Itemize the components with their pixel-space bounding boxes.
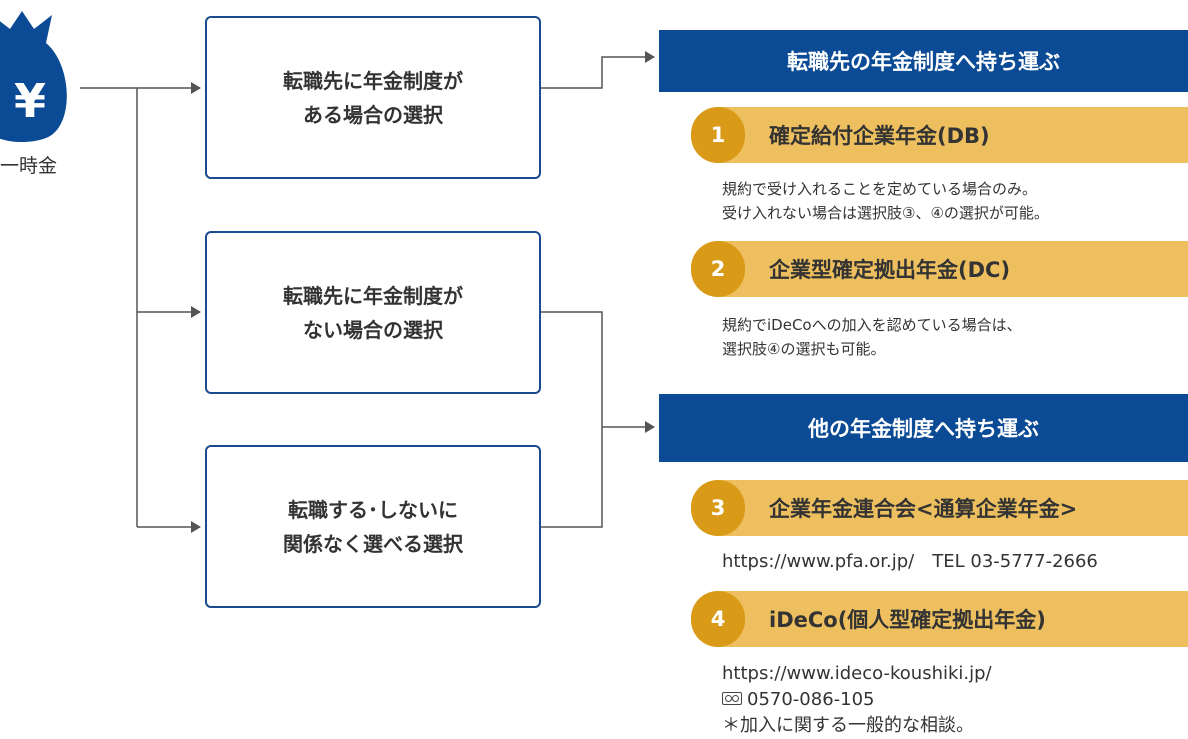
option-number-badge: 4 [691, 591, 745, 647]
note-line-phone: 0570-086-105 [722, 687, 992, 713]
option-pill-1: 1 確定給付企業年金(DB) [691, 107, 1188, 163]
money-bag-yen-icon: ¥ [0, 5, 70, 150]
option-number-badge: 3 [691, 480, 745, 536]
choice-box-3-text: 転職する･しないに 関係なく選べる選択 [283, 497, 463, 556]
option-1-note: 規約で受け入れることを定めている場合のみ。 受け入れない場合は選択肢③、④の選択… [722, 177, 1049, 225]
note-line: https://www.ideco-koushiki.jp/ [722, 663, 992, 684]
free-dial-icon [722, 691, 742, 705]
option-title: 確定給付企業年金(DB) [769, 124, 990, 148]
option-title: iDeCo(個人型確定拠出年金) [769, 608, 1046, 632]
source-label: 一時金 [0, 155, 58, 177]
option-pill-2: 2 企業型確定拠出年金(DC) [691, 241, 1188, 297]
destination-header-1-text: 転職先の年金制度へ持ち運ぶ [787, 50, 1060, 74]
destination-header-2-text: 他の年金制度へ持ち運ぶ [808, 417, 1039, 441]
option-pill-3: 3 企業年金連合会<通算企業年金> [691, 480, 1188, 536]
note-line: ＊加入に関する一般的な相談。 [722, 715, 974, 737]
connector-trunk [80, 87, 138, 527]
note-line: 受け入れない場合は選択肢③、④の選択が可能。 [722, 204, 1049, 222]
connector-merge [541, 311, 603, 528]
destination-header-1: 転職先の年金制度へ持ち運ぶ [659, 30, 1188, 92]
choice-box-3: 転職する･しないに 関係なく選べる選択 [205, 445, 541, 608]
note-line: 規約で受け入れることを定めている場合のみ。 [722, 180, 1038, 198]
option-3-note: https://www.pfa.or.jp/ TEL 03-5777-2666 [722, 549, 1098, 575]
option-title: 企業年金連合会<通算企業年金> [769, 497, 1078, 521]
choice-box-1-text: 転職先に年金制度が ある場合の選択 [283, 68, 463, 127]
option-title: 企業型確定拠出年金(DC) [769, 258, 1011, 282]
note-line: 規約でiDeCoへの加入を認めている場合は、 [722, 316, 1022, 334]
phone-number: 0570-086-105 [747, 689, 875, 711]
option-number-badge: 2 [691, 241, 745, 297]
option-number-badge: 1 [691, 107, 745, 163]
note-line: https://www.pfa.or.jp/ TEL 03-5777-2666 [722, 551, 1098, 572]
svg-text:¥: ¥ [14, 74, 46, 128]
note-line: 選択肢④の選択も可能。 [722, 340, 886, 358]
option-pill-4: 4 iDeCo(個人型確定拠出年金) [691, 591, 1188, 647]
choice-box-2-text: 転職先に年金制度が ない場合の選択 [283, 283, 463, 342]
option-4-note: https://www.ideco-koushiki.jp/ 0570-086-… [722, 661, 992, 739]
destination-header-2: 他の年金制度へ持ち運ぶ [659, 394, 1188, 462]
choice-box-2: 転職先に年金制度が ない場合の選択 [205, 231, 541, 394]
choice-box-1: 転職先に年金制度が ある場合の選択 [205, 16, 541, 179]
connector-to-destination-1 [541, 51, 655, 89]
option-2-note: 規約でiDeCoへの加入を認めている場合は、 選択肢④の選択も可能。 [722, 313, 1022, 361]
